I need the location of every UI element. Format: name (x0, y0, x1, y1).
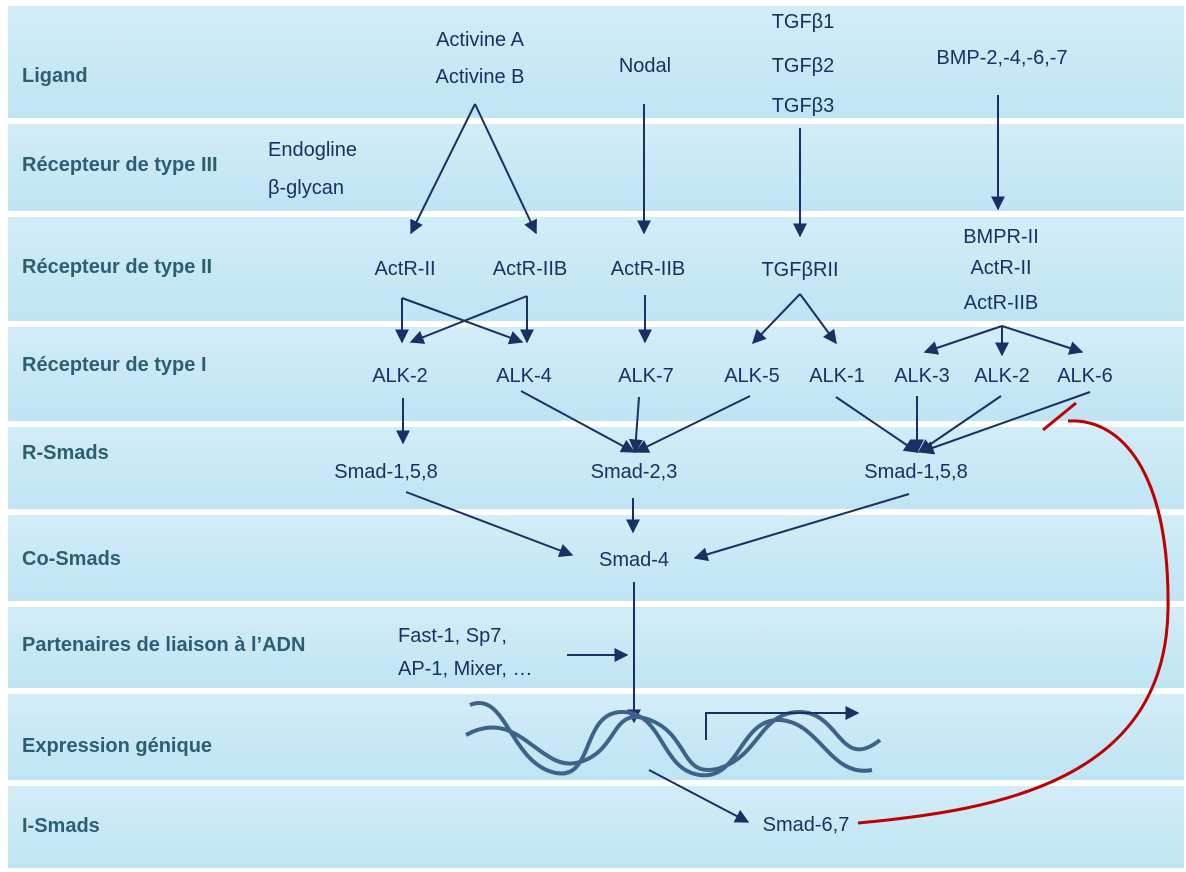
row-label-ligand: Ligand (22, 65, 88, 87)
row-band-cosmads (8, 515, 1184, 601)
type3-endogline: Endogline (268, 139, 357, 161)
type1-alk6: ALK-6 (1057, 365, 1113, 387)
row-label-cosmads: Co-Smads (22, 548, 121, 570)
transcription-arrow (705, 706, 860, 740)
inhibition-bar (1042, 401, 1077, 432)
ligand-activine-a: Activine A (436, 29, 524, 51)
row-label-partners: Partenaires de liaison à l’ADN (22, 634, 306, 656)
row-label-type1: Récepteur de type I (22, 354, 207, 376)
partners-line1: Fast-1, Sp7, (398, 625, 507, 647)
row-band-rsmads (8, 427, 1184, 509)
type1-alk1: ALK-1 (809, 365, 865, 387)
ligand-tgfb3: TGFβ3 (771, 95, 835, 117)
type1-alk7: ALK-7 (618, 365, 674, 387)
row-band-type2 (8, 217, 1184, 321)
arrow-dna-ismad (648, 769, 750, 823)
type1-alk4: ALK-4 (496, 365, 552, 387)
partners-line2: AP-1, Mixer, … (398, 658, 533, 680)
type2-tgfbr2: TGFβRII (761, 259, 839, 281)
row-label-expression: Expression génique (22, 735, 213, 757)
inhibition-curve (857, 419, 1170, 825)
row-label-type3: Récepteur de type III (22, 154, 218, 176)
type2-bmpr2: BMPR-II (963, 226, 1039, 248)
rsmad-mid: Smad-2,3 (590, 461, 678, 483)
arrow-alk2b-smad158 (917, 395, 1002, 453)
dna-helix (465, 700, 882, 778)
arrow-alk6-smad158 (919, 391, 1091, 455)
type2-actr2: ActR-II (374, 258, 436, 280)
row-band-ismads (8, 786, 1184, 868)
row-band-expression (8, 694, 1184, 780)
ligand-tgfb1: TGFβ1 (771, 11, 835, 33)
arrow-alk1-smad158 (835, 396, 919, 453)
row-band-partners (8, 607, 1184, 688)
arrow-actr2b-alk2 (409, 295, 528, 344)
arrow-tgfbr2-alk5 (752, 293, 801, 345)
arrow-smad158b-smad4 (693, 493, 910, 562)
ismad-smad67: Smad-6,7 (762, 814, 850, 836)
type2-actr2b: ActR-IIB (492, 258, 568, 280)
arrow-bmpr-alk3 (923, 325, 1003, 355)
type1-alk5: ALK-5 (724, 365, 780, 387)
ligand-activine-b: Activine B (435, 66, 525, 88)
arrow-activine-actr2 (410, 103, 476, 235)
row-label-ismads: I-Smads (22, 815, 100, 837)
arrow-actr2-alk4 (401, 297, 524, 345)
type3-bglycan: β-glycan (268, 177, 344, 199)
type1-alk3: ALK-3 (894, 365, 950, 387)
cosmad-smad4: Smad-4 (598, 549, 670, 571)
ligand-bmp: BMP-2,-4,-6,-7 (936, 47, 1068, 69)
row-band-ligand (8, 6, 1184, 118)
arrow-smad158-smad4 (405, 491, 574, 558)
ligand-tgfb2: TGFβ2 (771, 55, 835, 77)
arrow-bmpr-alk6 (1001, 325, 1084, 355)
arrow-tgfbr2-alk1 (799, 293, 837, 345)
rsmad-right: Smad-1,5,8 (864, 461, 968, 483)
type1-alk2: ALK-2 (372, 365, 428, 387)
arrow-activine-actr2b (474, 103, 537, 235)
row-label-type2: Récepteur de type II (22, 256, 213, 278)
type2-actr2-bmp: ActR-II (970, 257, 1032, 279)
rsmad-left: Smad-1,5,8 (334, 461, 438, 483)
arrow-alk4-smad23 (520, 390, 636, 453)
arrow-alk7-smad23 (628, 396, 643, 454)
type2-actr2b-nodal: ActR-IIB (610, 258, 686, 280)
row-band-type3 (8, 124, 1184, 211)
ligand-nodal: Nodal (618, 55, 672, 77)
arrow-alk5-smad23 (634, 395, 751, 453)
type2-actr2b-bmp: ActR-IIB (963, 292, 1039, 314)
row-label-rsmads: R-Smads (22, 442, 109, 464)
type1-alk2-bmp: ALK-2 (974, 365, 1030, 387)
